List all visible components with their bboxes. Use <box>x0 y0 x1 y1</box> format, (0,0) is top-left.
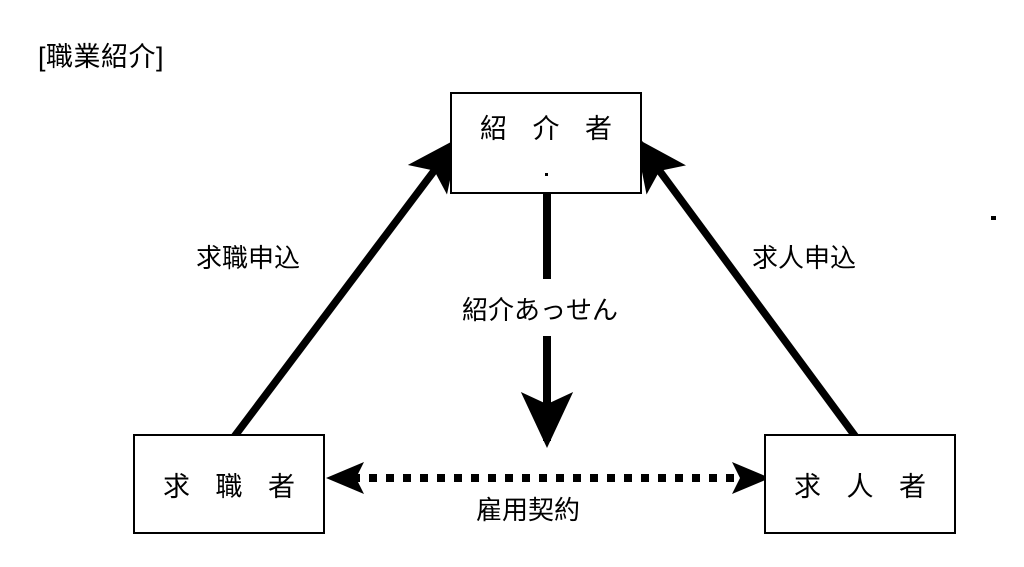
page-title: [職業紹介] <box>38 42 165 72</box>
node-jobseeker-label: 求 職 者 <box>162 471 304 502</box>
node-employer[interactable]: 求 人 者 <box>764 434 956 534</box>
edge-employment-contract-arrowhead-right <box>732 462 770 494</box>
edge-label-job-application: 求職申込 <box>196 243 301 273</box>
edge-employment-contract-arrowhead-left <box>326 462 364 494</box>
node-employer-label: 求 人 者 <box>793 471 935 502</box>
edge-label-employment-contract: 雇用契約 <box>476 495 581 525</box>
edge-job-offer-line <box>635 137 862 443</box>
node-agency-label: 紹 介 者 <box>479 114 621 144</box>
edge-job-application-line <box>231 137 459 440</box>
scan-speck-icon <box>991 216 996 220</box>
node-agency[interactable]: 紹 介 者 <box>450 92 642 194</box>
node-jobseeker[interactable]: 求 職 者 <box>133 434 325 534</box>
edge-label-placement: 紹介あっせん <box>462 295 619 325</box>
scan-speck-icon <box>545 173 548 176</box>
edge-label-job-offer: 求人申込 <box>752 243 857 273</box>
